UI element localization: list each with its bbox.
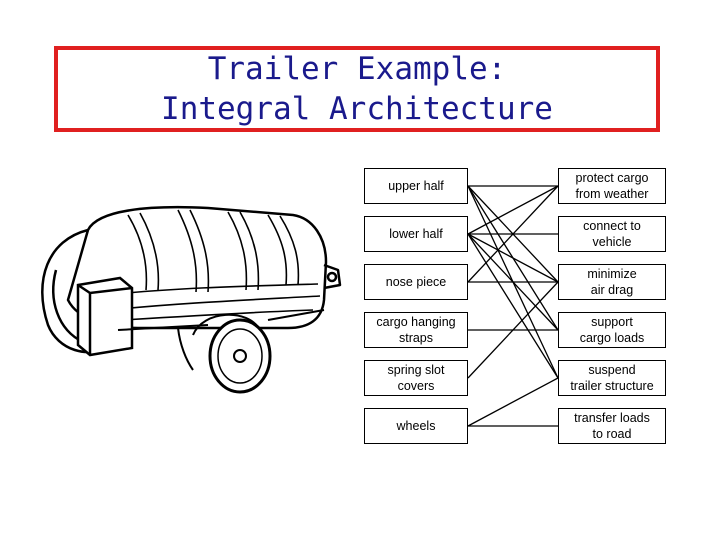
component-box-1: upper half [364,168,468,204]
component-label: nose piece [385,275,447,289]
component-box-4: cargo hanging straps [364,312,468,348]
function-box-6: transfer loads to road [558,408,666,444]
component-box-3: nose piece [364,264,468,300]
trailer-illustration [41,205,342,394]
mapping-line [467,185,559,331]
mapping-line [467,185,559,283]
component-label: spring slot covers [387,363,445,393]
mapping-line [467,281,559,379]
function-label: connect to vehicle [583,219,641,249]
mapping-line [467,233,559,283]
mapping-line [467,377,559,427]
title-box: Trailer Example: Integral Architecture [54,46,660,132]
mapping-line [467,185,559,283]
title-line-1: Trailer Example: [207,51,507,87]
component-label: wheels [396,419,436,433]
component-box-2: lower half [364,216,468,252]
mapping-line [467,185,559,379]
function-label: suspend trailer structure [570,363,654,393]
function-box-4: support cargo loads [558,312,666,348]
component-label: lower half [389,227,443,241]
function-box-2: connect to vehicle [558,216,666,252]
component-box-6: wheels [364,408,468,444]
mapping-line [467,233,559,379]
title-line-2: Integral Architecture [161,91,553,127]
component-box-5: spring slot covers [364,360,468,396]
component-label: upper half [388,179,444,193]
function-box-3: minimize air drag [558,264,666,300]
mapping-line [467,233,559,331]
function-label: transfer loads to road [574,411,650,441]
function-label: protect cargo from weather [575,171,649,201]
component-label: cargo hanging straps [376,315,456,345]
function-label: support cargo loads [579,315,645,345]
function-box-5: suspend trailer structure [558,360,666,396]
function-box-1: protect cargo from weather [558,168,666,204]
mapping-line [467,185,559,235]
function-label: minimize air drag [587,267,637,297]
